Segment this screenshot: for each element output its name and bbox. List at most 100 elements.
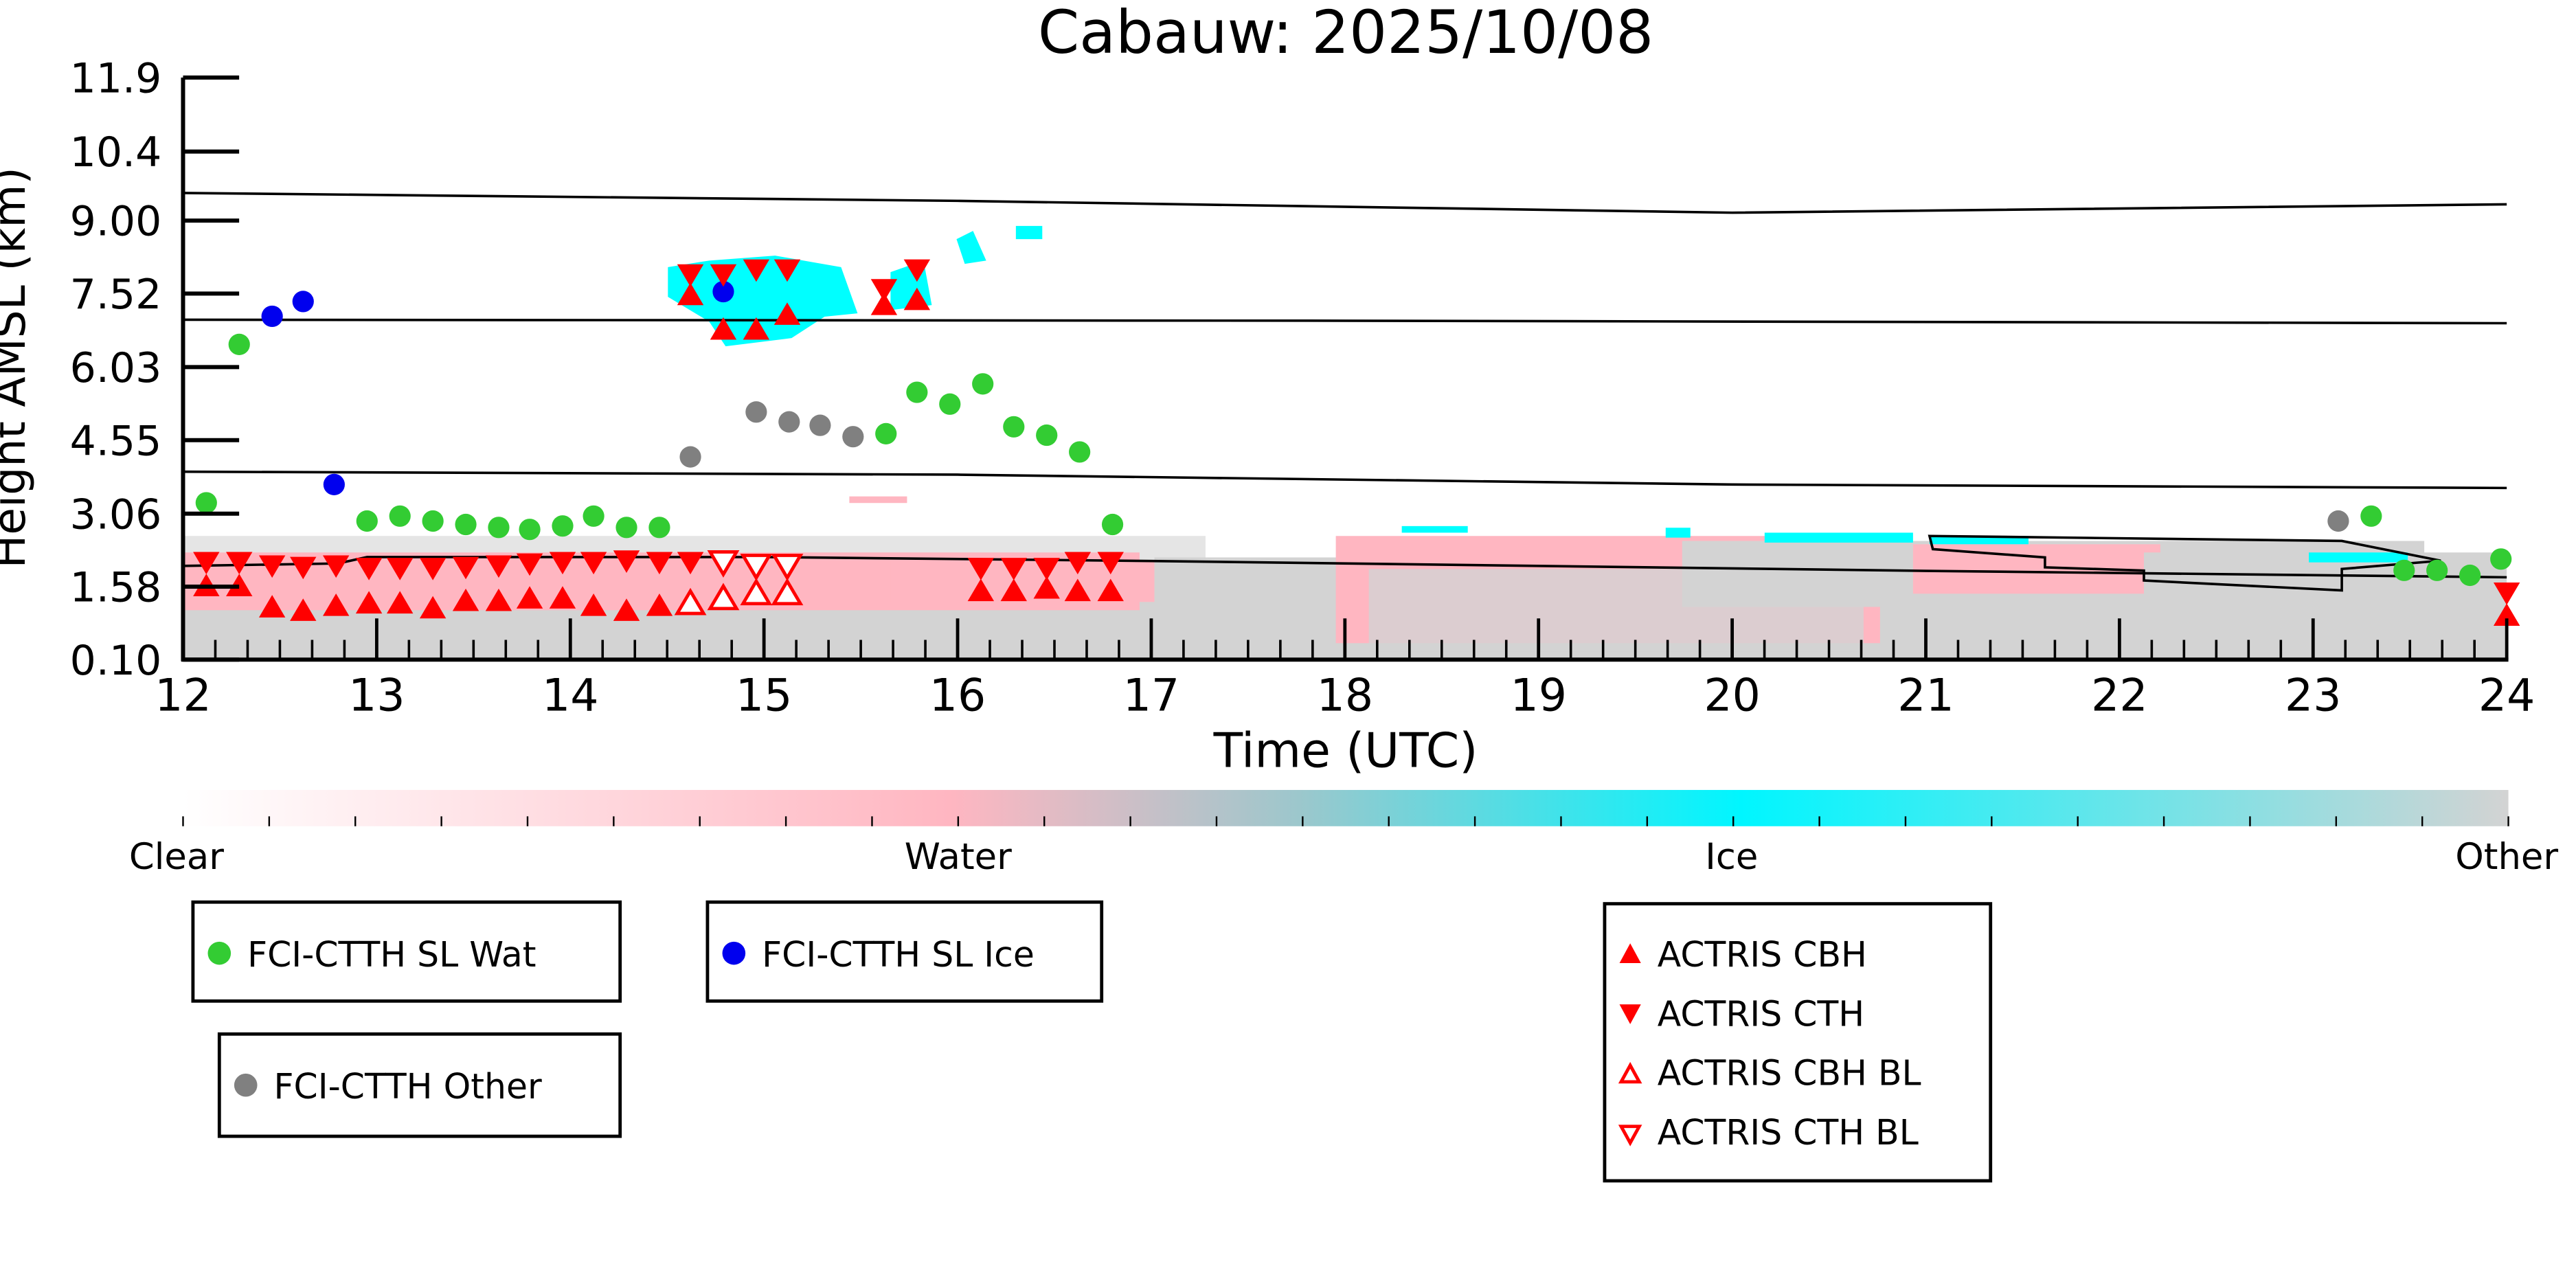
point-fci-ctth-other: [679, 446, 701, 468]
point-actris-cth: [677, 264, 704, 287]
point-fci-ctth-sl-wat: [2459, 564, 2481, 587]
x-axis-label: Time (UTC): [1213, 723, 1478, 778]
point-actris-cbh: [1064, 578, 1092, 602]
water-region: [849, 496, 907, 504]
legend-marker-triangle-up: [1619, 943, 1641, 964]
point-actris-cth: [258, 555, 286, 578]
point-actris-cbh: [870, 292, 898, 315]
point-actris-cbh: [516, 586, 543, 609]
colorbar-label-clear: Clear: [129, 836, 224, 878]
point-fci-ctth-sl-wat: [389, 505, 411, 527]
point-actris-cth-bl: [740, 554, 773, 581]
point-actris-cth: [452, 556, 479, 580]
y-tick-label: 11.9: [70, 54, 162, 102]
colorbar: Clear Water Ice Other: [129, 789, 2558, 878]
ice-region: [1401, 526, 1468, 533]
point-actris-cth: [967, 558, 995, 580]
y-tick-label: 1.58: [70, 564, 162, 612]
point-actris-cbh: [743, 317, 770, 340]
y-tick-label: 10.4: [70, 128, 162, 177]
point-actris-cbh: [258, 595, 286, 618]
legend-fci-other: FCI-CTTH Other: [217, 1032, 622, 1138]
point-fci-ctth-sl-wat: [1003, 416, 1025, 438]
legend-actris: ACTRIS CBH ACTRIS CTH ACTRIS CBH BL ACTR…: [1603, 902, 1993, 1183]
y-tick-label: 6.03: [70, 344, 162, 392]
point-actris-cbh: [646, 594, 673, 616]
point-actris-cth: [549, 552, 576, 575]
legend-marker-triangle-up-open: [1618, 1061, 1642, 1084]
point-fci-ctth-sl-wat: [2426, 559, 2448, 581]
x-tick-label: 21: [1897, 670, 1954, 722]
point-fci-ctth-sl-ice: [292, 291, 314, 313]
ice-region: [2309, 552, 2408, 563]
point-actris-cth: [355, 558, 383, 580]
ice-region: [1665, 528, 1691, 538]
y-tick-label: 3.06: [70, 490, 162, 539]
point-actris-cth: [1000, 558, 1028, 580]
x-tick-label: 20: [1704, 670, 1760, 722]
legend-marker-green-circle: [207, 941, 231, 965]
point-fci-ctth-sl-wat: [1036, 424, 1058, 447]
point-actris-cth-bl: [771, 554, 804, 581]
point-fci-ctth-sl-ice: [261, 305, 283, 328]
x-tick-label: 13: [348, 670, 405, 722]
legend-marker-gray-circle: [234, 1073, 258, 1097]
point-actris-cth: [1097, 552, 1124, 575]
point-fci-ctth-sl-wat: [422, 510, 444, 532]
point-actris-cbh: [290, 598, 317, 621]
colorbar-gradient: [183, 789, 2509, 826]
x-tick-label: 17: [1123, 670, 1179, 722]
x-tick-label: 16: [929, 670, 986, 722]
point-fci-ctth-sl-wat: [519, 519, 541, 541]
reference-line-level-2: [183, 318, 2507, 325]
point-fci-ctth-sl-wat: [1101, 513, 1124, 536]
point-actris-cth: [386, 558, 414, 580]
point-fci-ctth-sl-wat: [1069, 441, 1091, 463]
point-actris-cbh: [773, 302, 801, 325]
x-tick-label: 12: [155, 670, 211, 722]
point-actris-cth: [613, 550, 640, 573]
point-actris-cbh: [677, 282, 704, 306]
point-actris-cbh-bl: [740, 578, 773, 606]
point-actris-cth: [677, 552, 704, 575]
point-fci-ctth-sl-ice: [323, 473, 345, 495]
legend-label: ACTRIS CTH BL: [1658, 1112, 1919, 1153]
point-actris-cbh: [386, 591, 414, 614]
point-actris-cbh: [613, 598, 640, 621]
point-actris-cbh: [485, 588, 512, 611]
point-fci-ctth-sl-wat: [488, 517, 510, 539]
point-actris-cth: [710, 264, 737, 287]
legend-label: FCI-CTTH SL Ice: [762, 934, 1035, 975]
point-fci-ctth-sl-wat: [875, 422, 897, 444]
point-actris-cbh-bl: [771, 578, 804, 606]
contour-line: [1928, 534, 2441, 592]
ice-region: [1015, 225, 1043, 240]
point-fci-ctth-other: [2327, 510, 2349, 532]
point-actris-cth: [1064, 552, 1092, 575]
point-fci-ctth-other: [745, 401, 767, 423]
y-tick-label: 9.00: [70, 198, 162, 246]
point-actris-cbh-bl: [707, 583, 740, 611]
point-actris-cth: [773, 259, 801, 282]
point-actris-cth: [226, 552, 253, 575]
point-actris-cbh: [967, 578, 995, 602]
point-actris-cth: [516, 553, 543, 576]
point-actris-cbh: [903, 287, 931, 310]
y-tick-label: 4.55: [70, 417, 162, 465]
colorbar-label-water: Water: [905, 836, 1012, 878]
legend-fci-ice: FCI-CTTH SL Ice: [705, 900, 1104, 1003]
legend-label: ACTRIS CBH: [1658, 934, 1867, 975]
y-tick-label: 7.52: [70, 271, 162, 319]
point-actris-cth: [193, 552, 220, 575]
point-fci-ctth-sl-wat: [228, 333, 250, 355]
legend-label: FCI-CTTH Other: [274, 1066, 542, 1107]
chart-title: Cabauw: 2025/10/08: [1038, 0, 1653, 67]
point-actris-cbh: [355, 591, 383, 614]
reference-line-level-1: [183, 192, 2507, 214]
point-actris-cbh: [549, 586, 576, 609]
ice-region: [956, 231, 986, 264]
point-fci-ctth-sl-wat: [2393, 559, 2415, 581]
